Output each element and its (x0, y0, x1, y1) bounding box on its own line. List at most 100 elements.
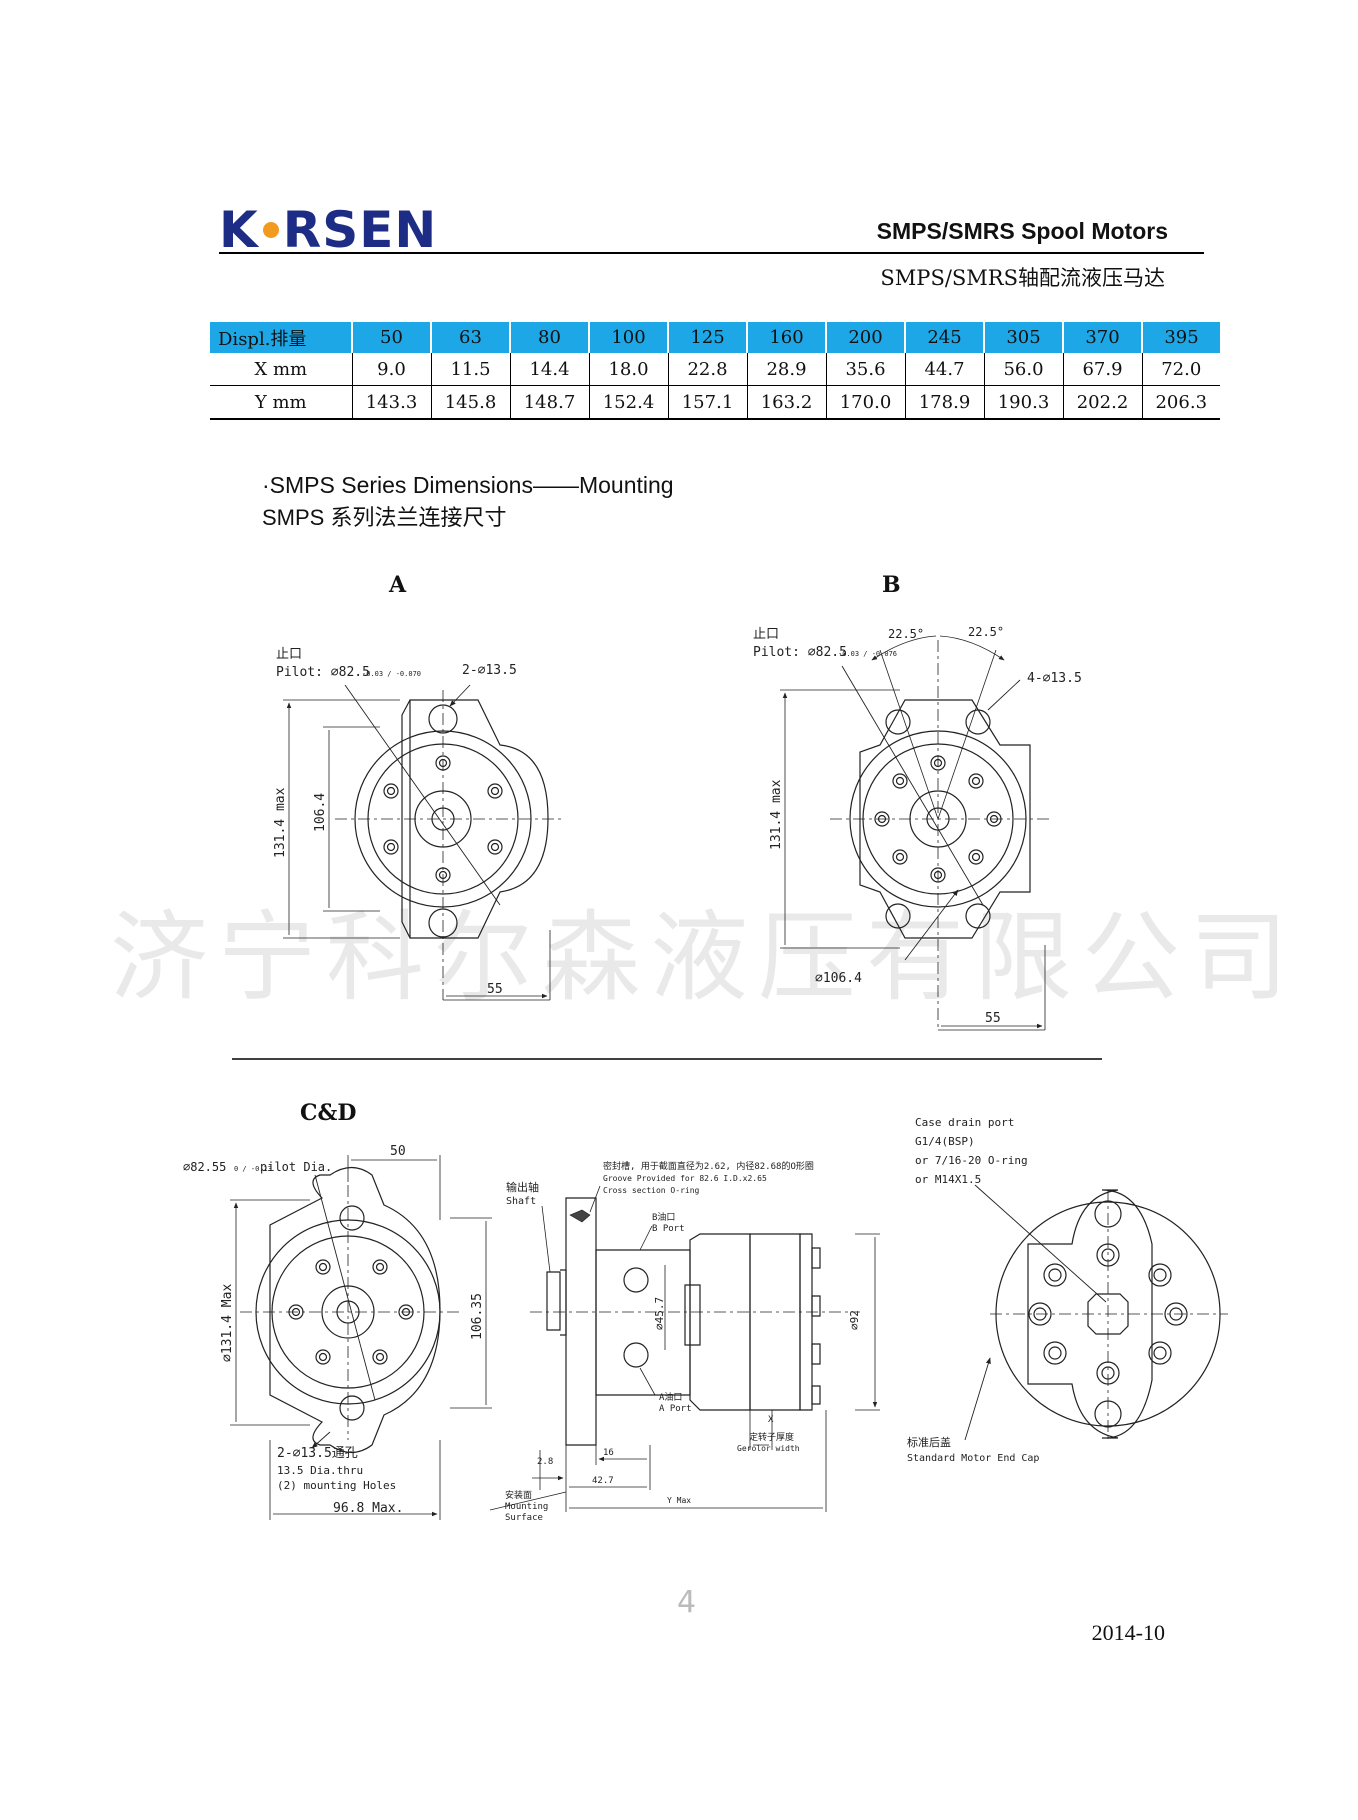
drawing-c-pilot: ∅82.55 (183, 1160, 226, 1174)
drawing-side-dim-x: X (768, 1415, 774, 1425)
table-header-cell: 305 (984, 322, 1064, 353)
drawing-side-shaft-cn: 输出轴 (506, 1180, 539, 1194)
drawing-a-pilot-cn: 止口 (276, 647, 302, 662)
drawing-side-port-b (623, 1267, 649, 1293)
drawing-b-leaders (841, 665, 1021, 961)
drawing-c-dim-max: ∅131.4 Max (220, 1284, 235, 1362)
table-header-cell: Displ.排量 (210, 322, 353, 353)
drawing-a-dim-max: 131.4 max (273, 787, 288, 858)
drawing-c-holes-cn: 2-∅13.5通孔 (277, 1446, 358, 1461)
page-title-en: SMPS/SMRS Spool Motors (876, 218, 1168, 244)
page-number: 4 (677, 1585, 697, 1620)
table-cell: 14.4 (510, 353, 590, 386)
section-heading-cn: SMPS 系列法兰连接尺寸 (262, 505, 507, 530)
table-row: Y mm 143.3 145.8 148.7 152.4 157.1 163.2… (210, 385, 1220, 420)
section-heading-en: ·SMPS Series Dimensions——Mounting (262, 472, 674, 498)
drawing-side-groove-en1: Groove Provided for 82.6 I.D.x2.65 (603, 1174, 767, 1183)
drawing-end-leaders (964, 1184, 1107, 1441)
drawing-c (230, 1155, 492, 1520)
drawing-side-b-cn: B油口 (652, 1211, 675, 1223)
drawing-side-gerotor-en: Gerolor width (737, 1444, 800, 1453)
drawing-side-groove-en2: Cross section O-ring (603, 1186, 700, 1195)
drawing-side-a-en: A Port (659, 1404, 692, 1414)
drawing-side-annotations: 输出轴 Shaft 密封槽, 用于截面直径为2.62, 内径82.68的O形圈 … (505, 1160, 861, 1523)
drawing-c-pilot-tol: 0 / -0.13 (234, 1165, 272, 1173)
drawing-b-dim-max: 131.4 max (769, 779, 784, 850)
drawing-a-dim-inner: 106.4 (313, 793, 328, 832)
drawing-c-dim-bottom: 96.8 Max. (333, 1501, 403, 1516)
drawing-side-mount-en1: Mounting (505, 1502, 548, 1512)
displacement-table: Displ.排量 50 63 80 100 125 160 200 245 30… (210, 322, 1220, 420)
drawing-side-dim-y: Y Max (667, 1496, 691, 1505)
drawing-b-centerlines (830, 640, 1050, 1030)
drawing-a-pilot: Pilot: ∅82.5 (276, 665, 370, 680)
drawing-end-annotations: Case drain port G1/4(BSP) or 7/16-20 O-r… (907, 1116, 1039, 1464)
table-cell: 28.9 (747, 353, 827, 386)
drawing-side-dimension-lines (569, 1237, 875, 1509)
table-cell: 11.5 (431, 353, 511, 386)
logo-dot-icon (262, 221, 279, 238)
table-cell: 22.8 (668, 353, 748, 386)
drawing-side-dim-427: 42.7 (592, 1476, 614, 1486)
drawing-c-dim-inner: 106.35 (470, 1293, 485, 1340)
table-header-cell: 395 (1142, 322, 1220, 353)
drawing-side-end-cap (799, 1233, 813, 1411)
table-cell: Y mm (210, 385, 353, 420)
drawing-side-nameplate (684, 1284, 701, 1346)
drawing-end-centerlines (990, 1190, 1228, 1440)
drawing-a-pilot-tol: -0.03 / -0.070 (362, 670, 421, 678)
drawing-side-housing (689, 1233, 751, 1411)
table-header-row: Displ.排量 50 63 80 100 125 160 200 245 30… (210, 322, 1220, 353)
drawing-side-a-cn: A油口 (659, 1391, 682, 1403)
drawing-b-pilot-tol: -0.03 / -0.076 (838, 650, 897, 658)
drawing-b-pilot: Pilot: ∅82.5 (753, 645, 847, 660)
drawing-c-holes-en1: 13.5 Dia.thru (277, 1464, 363, 1477)
drawing-side-b-en: B Port (652, 1224, 685, 1234)
table-cell: 178.9 (905, 385, 985, 420)
drawing-c-flange (269, 1166, 441, 1454)
drawing-b-dim-dia: ∅106.4 (815, 971, 862, 986)
document-date: 2014-10 (1091, 1620, 1165, 1645)
drawing-side-dim-92: ∅92 (848, 1310, 861, 1330)
table-header-cell: 80 (510, 322, 590, 353)
table-header-cell: 50 (352, 322, 432, 353)
drawing-c-dim-top: 50 (390, 1144, 406, 1159)
table-header-cell: 125 (668, 322, 748, 353)
table-header-cell: 63 (431, 322, 511, 353)
drawing-side-dim-28: 2.8 (537, 1457, 553, 1467)
drawing-end-drain3: or 7/16-20 O-ring (915, 1154, 1028, 1167)
table-cell: 35.6 (826, 353, 906, 386)
table-header-cell: 100 (589, 322, 669, 353)
drawing-side-shaft (546, 1271, 561, 1331)
drawing-end-flange (1027, 1189, 1153, 1439)
drawing-a-dimension-lines (289, 703, 547, 996)
drawing-a-annotations: 止口 Pilot: ∅82.5 -0.03 / -0.070 2-∅13.5 1… (273, 647, 517, 997)
drawing-c-mount-hole-top (339, 1205, 365, 1231)
drawing-side-bolts (811, 1247, 821, 1405)
table-cell: 44.7 (905, 353, 985, 386)
drawing-b-angle1: 22.5° (888, 627, 924, 641)
table-cell: X mm (210, 353, 353, 386)
drawing-b-dim-bottom: 55 (985, 1011, 1001, 1026)
drawing-c-mount-hole-bottom (339, 1395, 365, 1421)
drawing-c-annotations: ∅82.55 0 / -0.13 pilot Dia. 50 ∅131.4 Ma… (183, 1144, 485, 1516)
table-cell: 72.0 (1142, 353, 1220, 386)
table-cell: 190.3 (984, 385, 1064, 420)
drawing-b-annotations: 止口 Pilot: ∅82.5 -0.03 / -0.076 22.5° 22.… (753, 625, 1082, 1026)
drawing-side-flange (565, 1197, 597, 1446)
drawing-c-leaders (312, 1174, 376, 1448)
drawing-b-dimension-lines (785, 693, 1042, 1026)
table-cell: 163.2 (747, 385, 827, 420)
table-cell: 56.0 (984, 353, 1064, 386)
drawing-end (964, 1184, 1228, 1441)
drawing-side-mount-cn: 安装面 (505, 1489, 532, 1501)
table-cell: 170.0 (826, 385, 906, 420)
drawing-a-centerlines (335, 690, 565, 1000)
table-cell: 18.0 (589, 353, 669, 386)
table-row: X mm 9.0 11.5 14.4 18.0 22.8 28.9 35.6 4… (210, 353, 1220, 386)
table-cell: 148.7 (510, 385, 590, 420)
table-cell: 157.1 (668, 385, 748, 420)
table-header-cell: 200 (826, 322, 906, 353)
drawing-side-mount-en2: Surface (505, 1513, 543, 1523)
